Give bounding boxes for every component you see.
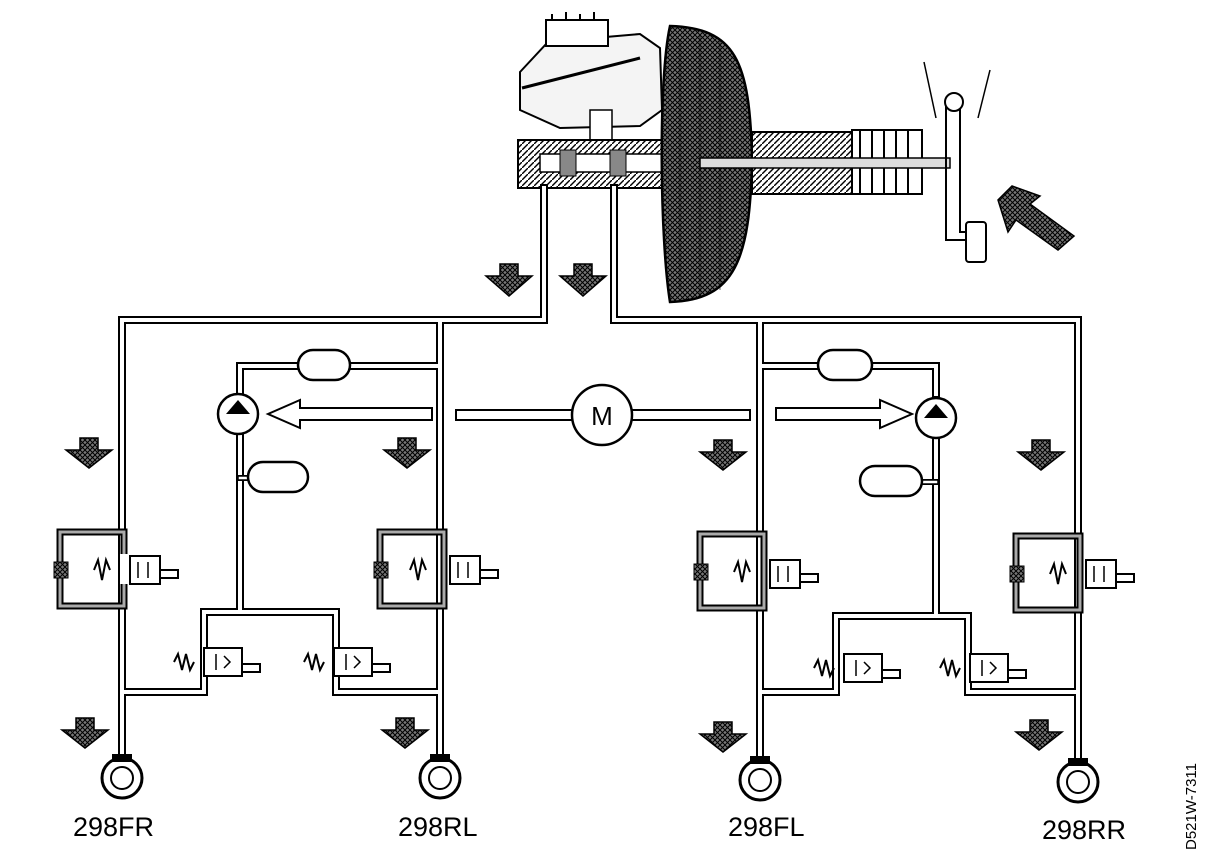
- wheel-brake-fr-icon: [100, 754, 144, 800]
- drive-arrow-left: [265, 398, 433, 430]
- wheel-brake-fl-icon: [738, 756, 782, 802]
- inlet-valve-rl: [373, 528, 499, 610]
- reservoir-cap: [545, 19, 609, 47]
- wheel-label-fl: 298FL: [728, 812, 805, 842]
- flow-arrow-icon: [381, 437, 433, 469]
- flow-arrow-icon: [557, 263, 609, 297]
- outlet-valve-fl: [813, 653, 901, 683]
- wheel-label-rr: 298RR: [1042, 815, 1127, 845]
- flow-arrow-icon: [483, 263, 535, 297]
- solenoid-valves: [53, 528, 1135, 683]
- wheel-brakes: [100, 754, 1100, 804]
- flow-arrow-icon: [1013, 719, 1065, 751]
- inlet-valve-rr: [1009, 532, 1135, 614]
- master-cylinder-assembly: [517, 12, 991, 304]
- flow-arrow-icon: [59, 717, 111, 749]
- motor-label: M: [591, 401, 613, 431]
- inlet-valve-fl: [693, 530, 819, 612]
- flow-arrows: [59, 263, 1067, 753]
- flow-arrow-icon: [63, 437, 115, 469]
- outlet-valve-rl: [303, 647, 391, 677]
- flow-arrow-icon: [379, 717, 431, 749]
- hydraulic-lines: [118, 184, 1082, 774]
- wheel-label-fr: 298FR: [73, 812, 155, 842]
- wheel-label-rl: 298RL: [398, 812, 478, 842]
- outlet-valve-fr: [173, 647, 261, 677]
- flow-arrow-icon: [697, 721, 749, 753]
- damper-chamber-left: [296, 348, 352, 382]
- accumulator-right: [858, 464, 924, 498]
- pedal-force-arrow: [997, 185, 1076, 251]
- figure-code: D521W-7311: [1183, 763, 1200, 850]
- inlet-valve-fr: [53, 528, 220, 610]
- damper-chamber-right: [816, 348, 874, 382]
- wheel-brake-rl-icon: [418, 754, 462, 800]
- outlet-valve-rr: [939, 653, 1027, 683]
- left-pump: [216, 392, 260, 436]
- flow-arrow-icon: [697, 439, 749, 471]
- brake-pedal: [945, 100, 968, 241]
- drive-arrow-right: [775, 398, 915, 430]
- right-pump: [914, 396, 958, 440]
- wheel-brake-rr-icon: [1056, 758, 1100, 804]
- accumulator-left: [246, 460, 310, 494]
- pump-motor: M: [455, 383, 751, 447]
- flow-arrow-icon: [1015, 439, 1067, 471]
